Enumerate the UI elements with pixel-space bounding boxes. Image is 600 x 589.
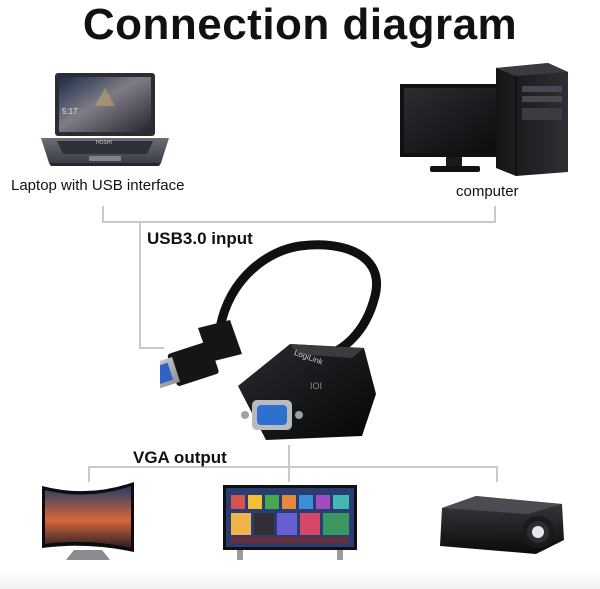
desktop-computer-icon [400, 63, 568, 176]
usb-input-label: USB3.0 input [147, 229, 253, 248]
projector-icon [440, 496, 564, 554]
connector-bottom-horizontal [88, 466, 498, 468]
page-title: Connection diagram [82, 0, 518, 49]
vga-output-label: VGA output [133, 448, 227, 467]
bottom-shade [0, 571, 600, 589]
laptop-clock: 5:17 [62, 107, 78, 116]
curved-tv-icon [42, 482, 134, 560]
connector-monitor-drop [288, 466, 290, 482]
connector-vga-vertical [288, 445, 290, 467]
laptop-icon [41, 73, 169, 166]
laptop-label: Laptop with USB interface [11, 177, 185, 194]
connector-projector-drop [496, 466, 498, 482]
connector-usb-horizontal [139, 347, 164, 349]
connector-laptop-drop [102, 206, 104, 223]
laptop-brand: HOSHI [96, 140, 112, 146]
usb-vga-adapter-icon [160, 240, 381, 440]
connector-computer-drop [494, 206, 496, 223]
computer-label: computer [456, 183, 519, 200]
connector-top-horizontal [102, 221, 496, 223]
smart-monitor-icon [223, 485, 357, 560]
adapter-port-label: IOI [310, 381, 323, 391]
connector-usb-vertical [139, 222, 141, 348]
connector-tv-drop [88, 466, 90, 482]
